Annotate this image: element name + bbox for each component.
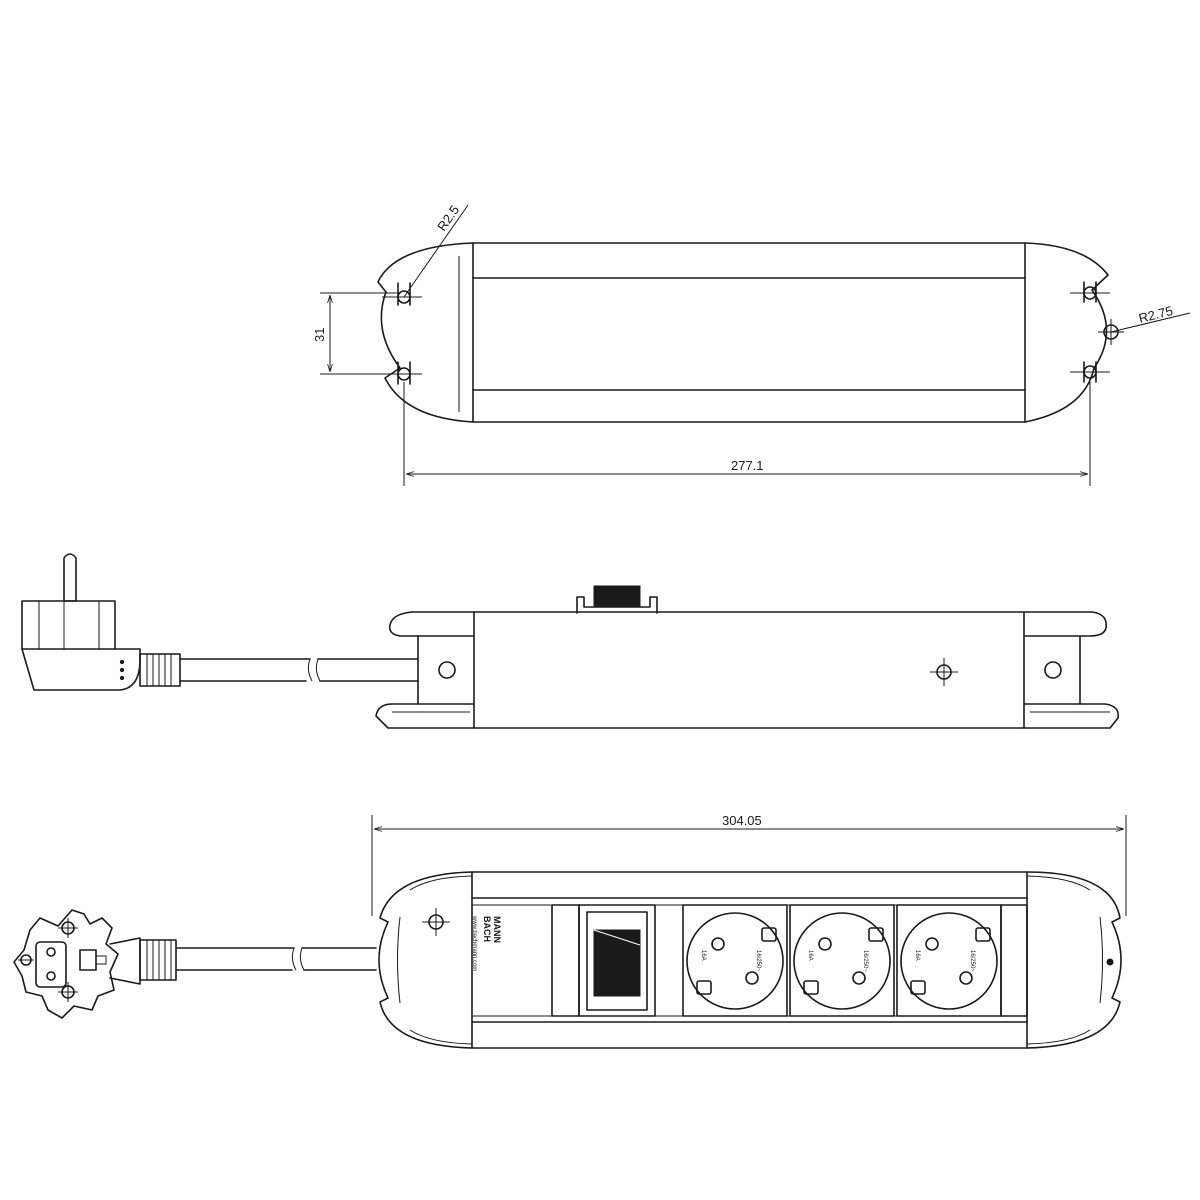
socket-1: 16A 16/250~ bbox=[682, 904, 788, 1017]
left-mount-hole-bottom bbox=[382, 361, 422, 385]
dim-30405: 304.05 bbox=[722, 813, 762, 828]
svg-text:MANN: MANN bbox=[492, 916, 502, 943]
side-view bbox=[21, 553, 1120, 729]
svg-text:16/250~: 16/250~ bbox=[755, 950, 761, 972]
svg-text:16/250~: 16/250~ bbox=[862, 950, 868, 972]
right-mount-hole-bottom bbox=[1070, 361, 1110, 383]
cable-front bbox=[175, 947, 377, 971]
svg-text:16/250~: 16/250~ bbox=[969, 950, 975, 972]
switch-side bbox=[576, 585, 658, 614]
power-switch bbox=[578, 904, 656, 1017]
socket-3: 16A 16/250~ bbox=[896, 904, 1002, 1017]
dim-2771: 277.1 bbox=[731, 458, 764, 473]
cable-side bbox=[179, 658, 419, 682]
side-screw bbox=[930, 658, 958, 686]
plug-front bbox=[13, 909, 177, 1019]
brand-url: www.bachmann.com bbox=[471, 915, 477, 971]
socket-2: 16A 16/250~ bbox=[789, 904, 895, 1017]
brand-logo: BACH MANN www.bachmann.com bbox=[471, 915, 502, 971]
front-view: 304.05 bbox=[13, 813, 1127, 1049]
dim-r25: R2.5 bbox=[434, 203, 462, 234]
front-screw bbox=[422, 908, 450, 936]
svg-text:16A: 16A bbox=[807, 950, 813, 961]
top-view: R2.5 R2.75 31 277.1 bbox=[312, 203, 1191, 486]
svg-text:BACH: BACH bbox=[482, 916, 492, 942]
svg-text:16A: 16A bbox=[914, 950, 920, 961]
left-mount-hole-top bbox=[382, 282, 422, 306]
right-mount-hole-top bbox=[1070, 281, 1110, 303]
plug-side bbox=[21, 553, 181, 691]
svg-text:16A: 16A bbox=[700, 950, 706, 961]
dim-r275: R2.75 bbox=[1137, 303, 1174, 326]
dim-31: 31 bbox=[312, 328, 327, 342]
